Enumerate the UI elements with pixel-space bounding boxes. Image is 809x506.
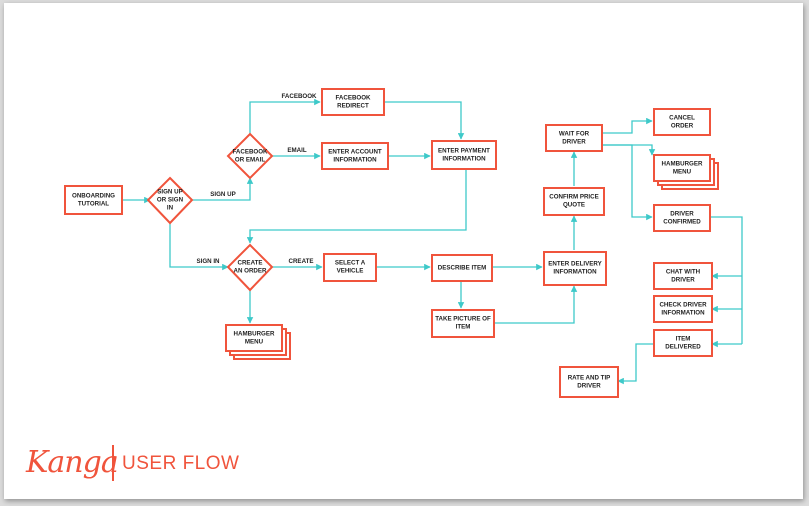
edge-label-sign-in: SIGN IN	[196, 258, 220, 265]
node-vehicle-line-2: VEHICLE	[337, 268, 364, 275]
node-account-line-1: ENTER ACCOUNT	[328, 149, 382, 156]
node-createorder-line-2: AN ORDER	[233, 268, 267, 275]
node-check-line-1: CHECK DRIVER	[659, 302, 707, 309]
node-hamburger-menu-order: HAMBURGER MENU	[225, 324, 291, 360]
node-confirm-line-2: QUOTE	[563, 202, 585, 209]
node-hamburger-menu-driver: HAMBURGER MENU	[653, 154, 719, 190]
node-wait-line-1: WAIT FOR	[559, 131, 590, 138]
node-fboremail-line-1: FACEBOOK	[232, 149, 268, 156]
node-take-picture-of-item: TAKE PICTURE OF ITEM	[431, 309, 495, 338]
node-hamburger1-line-1: HAMBURGER	[234, 331, 275, 338]
node-describe-line-1: DESCRIBE ITEM	[438, 265, 486, 272]
edge-signup-createorder	[169, 223, 229, 271]
node-picture-line-2: ITEM	[456, 324, 471, 331]
node-confirm-price-quote: CONFIRM PRICE QUOTE	[543, 187, 605, 216]
node-check-line-2: INFORMATION	[661, 310, 705, 317]
node-hamburger1-line-2: MENU	[245, 339, 264, 346]
node-delivery-line-1: ENTER DELIVERY	[548, 261, 602, 268]
node-enter-payment-information: ENTER PAYMENT INFORMATION	[431, 140, 497, 170]
brand-header: Kanga USER FLOW	[26, 443, 266, 493]
node-delivery-line-2: INFORMATION	[553, 269, 597, 276]
node-enter-delivery-information: ENTER DELIVERY INFORMATION	[543, 251, 607, 286]
diagram-card: FACEBOOK EMAIL SIGN UP SIGN IN CREATE ON…	[4, 3, 803, 499]
node-fboremail-line-2: OR EMAIL	[235, 157, 265, 164]
edge-label-email: EMAIL	[287, 147, 306, 154]
connectors	[122, 98, 743, 385]
node-signup-line-3: IN	[167, 205, 174, 212]
node-facebook-redirect: FACEBOOK REDIRECT	[321, 88, 385, 116]
node-vehicle-line-1: SELECT A	[335, 260, 366, 267]
node-delivered-line-2: DELIVERED	[665, 344, 701, 351]
node-check-driver-information: CHECK DRIVER INFORMATION	[653, 295, 713, 323]
edge-label-create: CREATE	[289, 258, 314, 265]
node-signup-line-1: SIGN UP	[157, 189, 182, 196]
node-rate-line-1: RATE AND TIP	[568, 375, 611, 382]
node-enter-account-information: ENTER ACCOUNT INFORMATION	[321, 142, 389, 170]
node-describe-item: DESCRIBE ITEM	[431, 254, 493, 282]
edge-wait-driverconfirmed	[602, 144, 653, 221]
node-confirm-line-1: CONFIRM PRICE	[549, 194, 599, 201]
node-create-an-order: CREATE AN ORDER	[226, 243, 274, 292]
node-hamburger2-line-1: HAMBURGER	[662, 161, 703, 168]
node-cancel-order: CANCEL ORDER	[653, 108, 711, 136]
edge-wait-cancel	[602, 117, 653, 134]
node-select-a-vehicle: SELECT A VEHICLE	[323, 253, 377, 282]
node-chat-line-2: DRIVER	[671, 277, 695, 284]
kanga-logo: Kanga	[26, 445, 119, 480]
node-rate-line-2: DRIVER	[577, 383, 601, 390]
node-sign-up-or-sign-in: SIGN UP OR SIGN IN	[146, 176, 194, 225]
node-createorder-line-1: CREATE	[238, 260, 263, 267]
node-picture-line-1: TAKE PICTURE OF	[435, 316, 491, 323]
node-delivered-line-1: ITEM	[676, 336, 691, 343]
edge-picture-delivery	[494, 285, 578, 324]
node-onboarding-tutorial: ONBOARDING TUTORIAL	[64, 185, 123, 215]
edge-signup-fboremail	[190, 177, 254, 201]
node-payment-line-2: INFORMATION	[442, 156, 486, 163]
edge-fbredirect-payment	[384, 101, 465, 140]
node-driverconfirmed-line-1: DRIVER	[670, 211, 694, 218]
edge-label-facebook: FACEBOOK	[281, 93, 317, 100]
node-driverconfirmed-line-2: CONFIRMED	[663, 219, 701, 226]
page-title: USER FLOW	[122, 453, 240, 474]
edge-delivered-rate	[617, 343, 654, 385]
node-payment-line-1: ENTER PAYMENT	[438, 148, 490, 155]
brand-divider	[112, 445, 114, 481]
node-account-line-2: INFORMATION	[333, 157, 377, 164]
node-wait-line-2: DRIVER	[562, 139, 586, 146]
node-rate-and-tip-driver: RATE AND TIP DRIVER	[559, 366, 619, 398]
edge-payment-createorder	[246, 170, 467, 244]
node-onboarding-line-2: TUTORIAL	[78, 201, 109, 208]
edge-wait-hamburger	[602, 144, 656, 156]
edge-driverconfirmed-bus	[710, 216, 743, 344]
user-flow-diagram: FACEBOOK EMAIL SIGN UP SIGN IN CREATE ON…	[64, 88, 743, 398]
node-wait-for-driver: WAIT FOR DRIVER	[545, 124, 603, 152]
edge-labels: FACEBOOK EMAIL SIGN UP SIGN IN CREATE	[196, 93, 317, 265]
node-cancel-line-2: ORDER	[671, 123, 694, 130]
edge-fboremail-fbredirect	[249, 98, 321, 134]
node-chat-with-driver: CHAT WITH DRIVER	[653, 262, 713, 290]
node-facebook-or-email: FACEBOOK OR EMAIL	[226, 132, 274, 180]
node-fbredirect-line-2: REDIRECT	[337, 103, 369, 110]
edge-label-sign-up: SIGN UP	[210, 191, 235, 198]
node-cancel-line-1: CANCEL	[669, 115, 695, 122]
node-chat-line-1: CHAT WITH	[666, 269, 701, 276]
node-hamburger2-line-2: MENU	[673, 169, 692, 176]
node-signup-line-2: OR SIGN	[157, 197, 184, 204]
node-item-delivered: ITEM DELIVERED	[653, 329, 713, 357]
node-driver-confirmed: DRIVER CONFIRMED	[653, 204, 711, 232]
node-onboarding-line-1: ONBOARDING	[72, 193, 115, 200]
node-fbredirect-line-1: FACEBOOK	[335, 95, 371, 102]
